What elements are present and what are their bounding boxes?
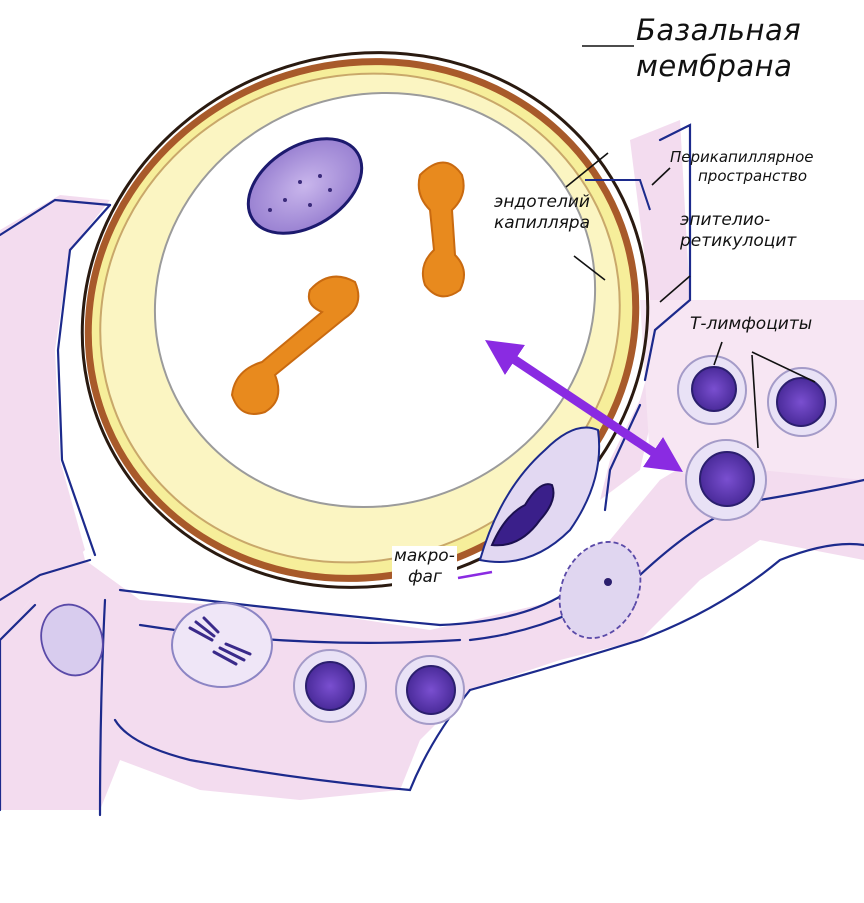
label-basal-membrane-line2: мембрана <box>636 49 793 84</box>
label-t-lymphocytes: Т-лимфоциты <box>690 314 813 334</box>
label-macrophage-line2: фаг <box>408 567 442 588</box>
label-epithelioreticulocyte: эпителио- ретикулоцит <box>680 210 796 253</box>
label-pericapillary-space: Перикапиллярное пространство <box>670 148 814 186</box>
label-epithelioreticulocyte-line2: ретикулоцит <box>680 231 797 252</box>
label-basal-membrane: Базальная мембрана <box>636 12 801 85</box>
label-pericapillary-line2: пространство <box>698 166 808 185</box>
label-macrophage: макро- фаг <box>392 546 457 589</box>
label-endothelium-line1: эндотелий <box>494 192 590 212</box>
label-epithelioreticulocyte-line1: эпителио- <box>680 210 771 230</box>
label-endothelium: эндотелий капилляра <box>494 192 590 235</box>
label-basal-membrane-line1: Базальная <box>636 13 802 47</box>
label-endothelium-line2: капилляра <box>494 213 591 234</box>
barrier-arrow <box>485 340 683 472</box>
t-lymphocytes <box>293 355 837 725</box>
erythrocytes <box>230 161 465 415</box>
leader-lines <box>457 45 816 580</box>
label-macrophage-line1: макро- <box>394 546 455 566</box>
label-pericapillary-line1: Перикапиллярное <box>670 148 814 166</box>
mitotic-cell <box>171 602 273 688</box>
endothelial-nucleus <box>246 137 364 235</box>
reticular-cells <box>40 541 642 677</box>
